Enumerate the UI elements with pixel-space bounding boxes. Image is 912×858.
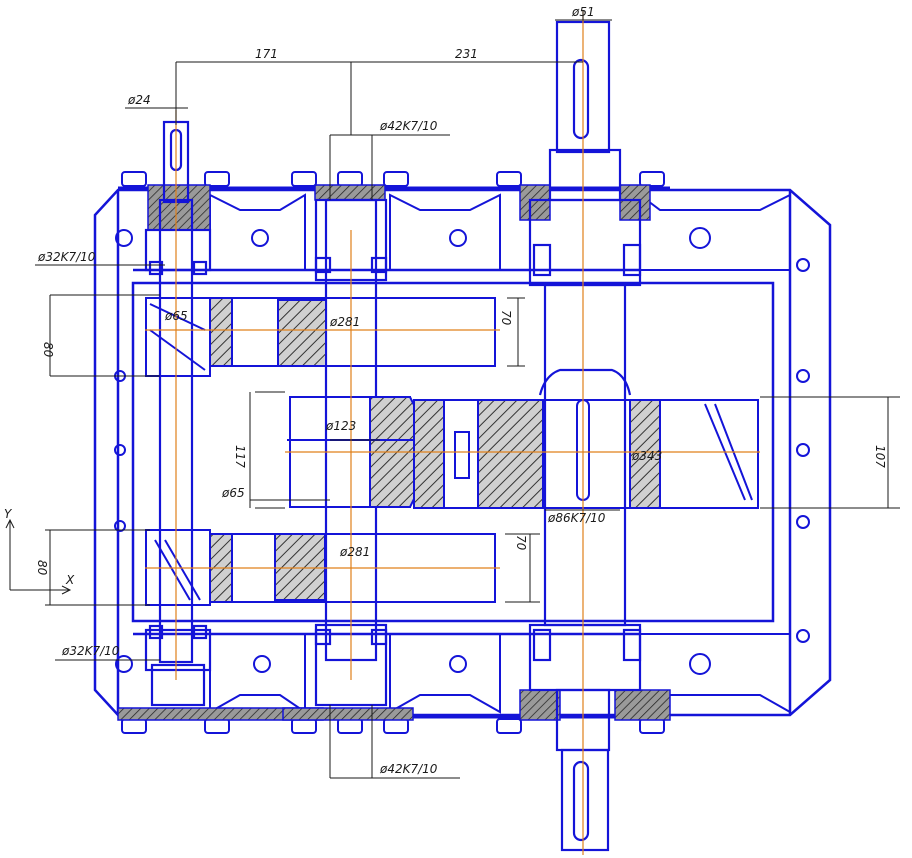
bottom-rib-1: [209, 633, 306, 714]
input-bearing-bottom: [144, 628, 212, 672]
bolt: [291, 718, 317, 734]
hole: [114, 444, 126, 456]
top-rib-1: [209, 193, 306, 271]
axis-x-label: X: [65, 573, 75, 587]
housing-inner-chamber: [131, 281, 775, 623]
bolt: [337, 171, 363, 187]
hole: [115, 229, 133, 247]
dim-d65-mid: ø65: [221, 486, 245, 500]
axis-indicator: [5, 518, 72, 595]
hole: [796, 629, 810, 643]
bolt: [639, 718, 665, 734]
dimension-labels: ø51 171 231 ø24 ø42K7/10 ø32K7/10 ø65 ø2…: [4, 5, 887, 776]
output-key-top: [572, 58, 590, 140]
input-cap-bottom: [150, 663, 206, 707]
dim-d171: 171: [255, 47, 278, 61]
hole: [449, 229, 467, 247]
dim-d24: ø24: [127, 93, 151, 107]
bolt-holes: [114, 227, 810, 675]
dim-d123: ø123: [325, 419, 356, 433]
middle-gear-stage: [287, 396, 759, 509]
dim-d42k7-bot: ø42K7/10: [379, 762, 438, 776]
dim-d70-top: 70: [499, 310, 513, 326]
axis-y-label: Y: [4, 507, 13, 521]
bolt: [291, 171, 317, 187]
dim-d281-top: ø281: [329, 315, 360, 329]
input-bearing-top: [144, 228, 212, 272]
bolt: [383, 718, 409, 734]
gear-top-281: [209, 297, 496, 367]
dim-d86k7: ø86K7/10: [547, 511, 606, 525]
output-key-bottom: [572, 760, 590, 842]
hole: [114, 520, 126, 532]
dim-d117: 117: [233, 445, 247, 468]
dim-d32k7-bot: ø32K7/10: [61, 644, 120, 658]
bolt: [121, 171, 147, 187]
dim-d107: 107: [873, 445, 887, 468]
hole: [796, 369, 810, 383]
bolt: [337, 718, 363, 734]
hole: [449, 655, 467, 673]
bolt: [204, 718, 230, 734]
gear-343-rim: [659, 399, 759, 509]
top-rib-2: [389, 193, 501, 271]
dim-d80-top: 80: [41, 342, 55, 358]
centerlines: [145, 10, 760, 855]
top-rib-3: [639, 193, 791, 271]
output-shaft-bottom-end: [560, 748, 610, 852]
dimension-lines: [35, 10, 900, 779]
dim-d281-bot: ø281: [339, 545, 370, 559]
dim-d231: 231: [455, 47, 478, 61]
bolt: [204, 171, 230, 187]
dim-d65-top: ø65: [164, 309, 188, 323]
bolt: [383, 171, 409, 187]
hole: [796, 443, 810, 457]
dim-d42k7-top: ø42K7/10: [379, 119, 438, 133]
dim-d80-bot: 80: [35, 560, 49, 576]
dim-d32k7-top: ø32K7/10: [37, 250, 96, 264]
bottom-rib-2: [389, 633, 501, 714]
flange-sections: [117, 184, 671, 721]
dim-d51: ø51: [571, 5, 595, 19]
bolt: [121, 718, 147, 734]
hole: [115, 655, 133, 673]
top-gear-stage: [145, 297, 496, 377]
bolt: [639, 171, 665, 187]
dim-d343: ø343: [631, 449, 662, 463]
dim-d70-bot: 70: [514, 535, 528, 551]
hole: [689, 653, 711, 675]
bolt: [496, 171, 522, 187]
hole: [253, 655, 271, 673]
output-shaft-upper: [548, 148, 622, 202]
hole: [796, 515, 810, 529]
hole: [689, 227, 711, 249]
hole: [796, 258, 810, 272]
bolt: [496, 718, 522, 734]
hole: [251, 229, 269, 247]
